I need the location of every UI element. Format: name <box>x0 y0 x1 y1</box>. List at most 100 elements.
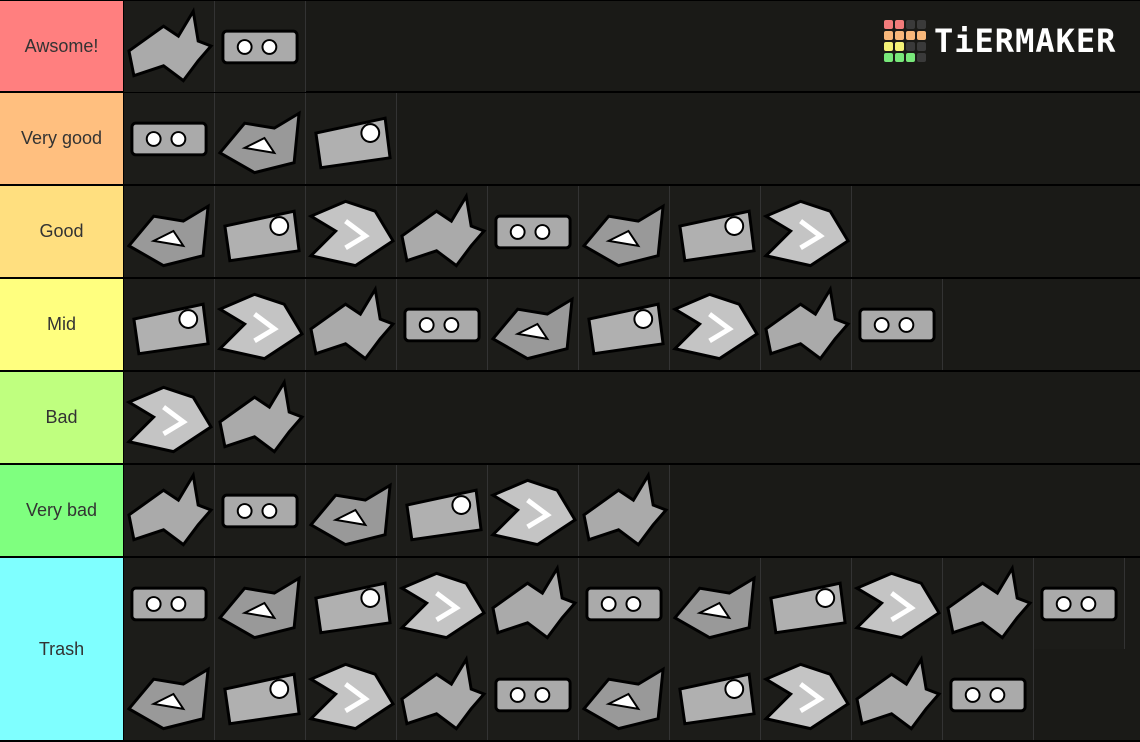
icon-image <box>309 285 396 361</box>
icon-image <box>400 655 487 731</box>
icon-image <box>217 575 301 640</box>
tier-item-icon[interactable] <box>488 465 579 556</box>
tier-item-icon[interactable] <box>306 93 397 184</box>
tier-row-awsome: Awsome! <box>0 0 1140 93</box>
tier-items[interactable] <box>124 279 1140 370</box>
icon-image <box>762 199 851 268</box>
tier-item-icon[interactable] <box>488 279 579 370</box>
tier-item-icon[interactable] <box>397 558 488 649</box>
tier-item-icon[interactable] <box>215 1 306 92</box>
tier-item-icon[interactable] <box>943 649 1034 740</box>
tier-item-icon[interactable] <box>124 279 215 370</box>
tier-item-icon[interactable] <box>761 279 852 370</box>
tier-item-icon[interactable] <box>761 186 852 277</box>
tier-items[interactable] <box>124 186 1140 277</box>
icon-image <box>494 214 572 250</box>
tier-item-icon[interactable] <box>670 186 761 277</box>
tier-item-icon[interactable] <box>397 279 488 370</box>
icon-image <box>221 493 299 529</box>
tier-label[interactable]: Bad <box>0 372 124 463</box>
logo-text: TiERMAKER <box>934 22 1117 60</box>
tier-item-icon[interactable] <box>670 649 761 740</box>
tier-item-icon[interactable] <box>124 558 215 649</box>
tier-item-icon[interactable] <box>306 465 397 556</box>
tier-label[interactable]: Awsome! <box>0 1 124 91</box>
icon-image <box>126 666 210 731</box>
tier-label[interactable]: Good <box>0 186 124 277</box>
tier-item-icon[interactable] <box>124 186 215 277</box>
tier-item-icon[interactable] <box>124 93 215 184</box>
tier-item-icon[interactable] <box>306 279 397 370</box>
tier-item-icon[interactable] <box>306 558 397 649</box>
icon-image <box>314 581 392 635</box>
tier-item-icon[interactable] <box>215 279 306 370</box>
logo-grid-cell <box>917 42 926 51</box>
tier-items[interactable] <box>124 1 1140 92</box>
logo-grid-cell <box>895 31 904 40</box>
icon-image <box>400 192 487 268</box>
tier-item-icon[interactable] <box>943 558 1034 649</box>
tier-item-icon[interactable] <box>670 279 761 370</box>
tier-item-icon[interactable] <box>579 558 670 649</box>
tier-item-icon[interactable] <box>579 649 670 740</box>
tier-item-icon[interactable] <box>124 1 215 92</box>
tier-item-icon[interactable] <box>761 558 852 649</box>
tier-item-icon[interactable] <box>670 558 761 649</box>
logo-grid-cell <box>884 42 893 51</box>
icon-image <box>314 116 392 170</box>
tier-item-icon[interactable] <box>852 649 943 740</box>
tier-item-icon[interactable] <box>215 186 306 277</box>
tier-items[interactable] <box>124 372 1140 463</box>
icon-image <box>678 209 756 263</box>
tier-item-icon[interactable] <box>1034 558 1125 649</box>
tier-label[interactable]: Very bad <box>0 465 124 556</box>
icon-image <box>949 677 1027 713</box>
tier-item-icon[interactable] <box>215 649 306 740</box>
tier-label[interactable]: Trash <box>0 558 124 740</box>
logo-grid-cell <box>884 20 893 29</box>
tier-row-very-bad: Very bad <box>0 465 1140 558</box>
tier-row-very-good: Very good <box>0 93 1140 186</box>
tier-item-icon[interactable] <box>306 649 397 740</box>
tier-item-icon[interactable] <box>488 649 579 740</box>
tier-item-icon[interactable] <box>488 558 579 649</box>
icon-image <box>581 666 665 731</box>
icon-image <box>672 575 756 640</box>
tier-item-icon[interactable] <box>852 279 943 370</box>
icon-image <box>125 385 214 454</box>
tier-item-icon[interactable] <box>579 186 670 277</box>
icon-image <box>494 677 572 713</box>
tier-item-icon[interactable] <box>124 465 215 556</box>
logo-grid-cell <box>895 53 904 62</box>
icon-image <box>126 203 210 268</box>
tier-item-icon[interactable] <box>761 649 852 740</box>
icon-image <box>489 478 578 547</box>
icon-image <box>587 302 665 356</box>
tier-item-icon[interactable] <box>397 186 488 277</box>
tier-item-icon[interactable] <box>852 558 943 649</box>
icon-image <box>858 307 936 343</box>
logo-grid-cell <box>884 53 893 62</box>
logo-grid-cell <box>917 20 926 29</box>
tier-item-icon[interactable] <box>215 372 306 463</box>
tier-item-icon[interactable] <box>124 649 215 740</box>
logo-grid-icon <box>884 20 926 62</box>
tier-label[interactable]: Very good <box>0 93 124 184</box>
logo-grid-cell <box>906 20 915 29</box>
tier-items[interactable] <box>124 465 1140 556</box>
tier-item-icon[interactable] <box>215 465 306 556</box>
tier-item-icon[interactable] <box>397 465 488 556</box>
tier-item-icon[interactable] <box>215 93 306 184</box>
tier-items[interactable] <box>124 93 1140 184</box>
tier-items[interactable] <box>124 558 1140 740</box>
logo-grid-cell <box>917 31 926 40</box>
tier-item-icon[interactable] <box>488 186 579 277</box>
tier-item-icon[interactable] <box>397 649 488 740</box>
tier-item-icon[interactable] <box>306 186 397 277</box>
tier-item-icon[interactable] <box>124 372 215 463</box>
tier-item-icon[interactable] <box>579 465 670 556</box>
icon-image <box>398 571 487 640</box>
tier-item-icon[interactable] <box>579 279 670 370</box>
tier-item-icon[interactable] <box>215 558 306 649</box>
tier-label[interactable]: Mid <box>0 279 124 370</box>
